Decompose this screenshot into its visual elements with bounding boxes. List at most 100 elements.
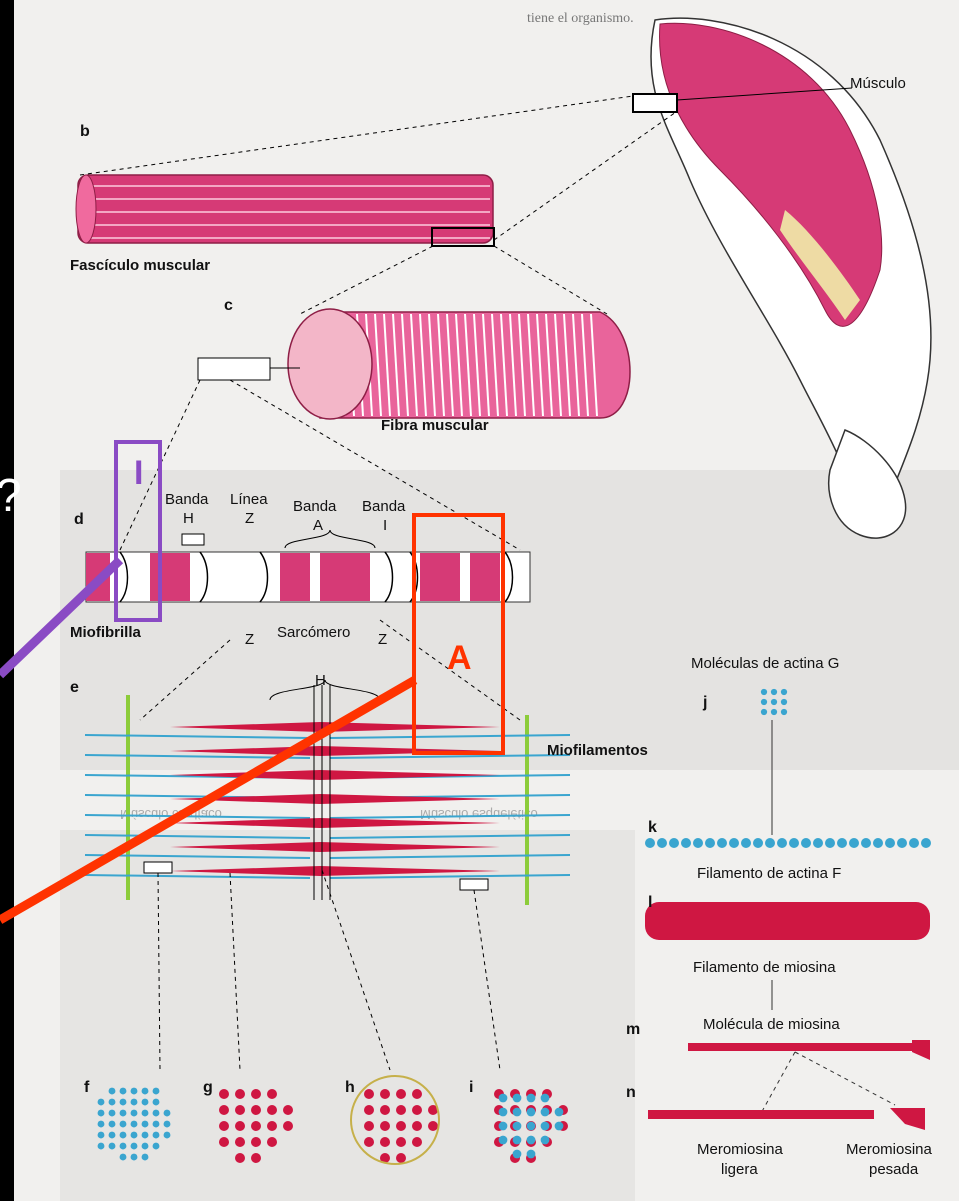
marker-A-letter: A <box>447 641 472 675</box>
panel-e-letter: e <box>70 680 79 696</box>
cross-section-i-actin-dot <box>513 1122 522 1131</box>
cross-section-f-dot <box>142 1121 149 1128</box>
fascicle-end <box>76 175 96 243</box>
cross-section-i-actin-dot <box>527 1094 536 1103</box>
cross-section-g-dot <box>219 1105 229 1115</box>
cross-section-g-dot <box>251 1105 261 1115</box>
label-miofilamentos: Miofilamentos <box>547 743 648 758</box>
cross-section-h-dot <box>380 1121 390 1131</box>
label-sarcomero: Sarcómero <box>277 625 350 640</box>
musculo-zoom-box <box>633 94 677 112</box>
actin-f-bead <box>813 838 823 848</box>
cross-section-g-dot <box>235 1137 245 1147</box>
fiber-cross-section <box>288 309 372 419</box>
actin-f-bead <box>921 838 931 848</box>
actin-f-bead <box>729 838 739 848</box>
dash-to-cross-section <box>474 890 500 1070</box>
cross-section-g-dot <box>219 1089 229 1099</box>
cross-section-f-dot <box>98 1110 105 1117</box>
actin-g-molecule <box>771 709 777 715</box>
label-actina-g: Moléculas de actina G <box>691 656 839 671</box>
dash-b-top <box>80 96 633 175</box>
actin-g-molecule <box>771 689 777 695</box>
edge-question-glyph: ? <box>0 472 22 518</box>
actin-thin-right <box>330 855 570 858</box>
panel-m-letter: m <box>626 1022 640 1038</box>
actin-f-bead <box>741 838 751 848</box>
banda-a-brace <box>285 530 375 548</box>
cross-section-f-dot <box>98 1121 105 1128</box>
cross-section-i-actin-dot <box>541 1136 550 1145</box>
panel-k-letter: k <box>648 820 657 836</box>
label-linea-z-2: Z <box>245 511 254 526</box>
cross-section-h-dot <box>412 1137 422 1147</box>
cross-section-h-dot <box>380 1089 390 1099</box>
cross-section-i-actin-dot <box>513 1150 522 1159</box>
cross-section-f-dot <box>98 1099 105 1106</box>
cross-section-h-dot <box>412 1105 422 1115</box>
cross-section-h-dot <box>364 1137 374 1147</box>
cross-section-i-actin-dot <box>513 1108 522 1117</box>
panel-b-letter: b <box>80 124 90 140</box>
cross-section-g-dot <box>235 1089 245 1099</box>
dash-c-top <box>300 246 433 314</box>
cross-section-f-dot <box>153 1132 160 1139</box>
cross-section-h-dot <box>396 1153 406 1163</box>
dash-e-left <box>140 640 230 720</box>
label-meromiosina-ligera-2: ligera <box>721 1162 758 1177</box>
myosin-molecule-head <box>912 1040 930 1060</box>
cross-section-f-dot <box>142 1099 149 1106</box>
cross-section-i-actin-dot <box>527 1136 536 1145</box>
cross-section-g-dot <box>283 1105 293 1115</box>
marker-A-box <box>414 515 503 753</box>
e-zoom-box-left <box>144 862 172 873</box>
cross-section-f-dot <box>153 1110 160 1117</box>
cross-section-h-dot <box>380 1137 390 1147</box>
actin-f-bead <box>645 838 655 848</box>
cross-section-h-dot <box>428 1121 438 1131</box>
actin-f-bead <box>669 838 679 848</box>
actin-thin-left <box>85 875 310 878</box>
cross-section-f-dot <box>142 1088 149 1095</box>
cross-section-i-actin-dot <box>499 1136 508 1145</box>
cross-section-g-dot <box>267 1137 277 1147</box>
label-banda-i-2: I <box>383 518 387 533</box>
panel-l-letter: l <box>648 895 652 911</box>
cross-section-h-dot <box>396 1137 406 1147</box>
cross-section-f-dot <box>164 1121 171 1128</box>
actin-f-bead <box>909 838 919 848</box>
cross-section-g-dot <box>251 1137 261 1147</box>
cross-section-f-dot <box>153 1088 160 1095</box>
actin-f-bead <box>657 838 667 848</box>
myosin-thick <box>170 866 500 876</box>
cross-section-h-dot <box>380 1105 390 1115</box>
label-z-bottom-left: Z <box>245 632 254 647</box>
cross-section-i-actin-dot <box>555 1122 564 1131</box>
cross-section-f-dot <box>142 1110 149 1117</box>
actin-thin-left <box>85 835 310 838</box>
cross-section-g-dot <box>267 1089 277 1099</box>
cross-section-g-dot <box>267 1121 277 1131</box>
label-meromiosina-ligera-1: Meromiosina <box>697 1142 783 1157</box>
actin-g-molecule <box>761 709 767 715</box>
cross-section-f-dot <box>109 1088 116 1095</box>
cross-section-i-actin-dot <box>527 1150 536 1159</box>
myosin-molecule-tail <box>688 1043 918 1051</box>
actin-f-bead <box>849 838 859 848</box>
cross-section-h-dot <box>412 1121 422 1131</box>
label-z-bottom-right: Z <box>378 632 387 647</box>
cross-section-f-dot <box>120 1088 127 1095</box>
actin-g-molecule <box>781 699 787 705</box>
actin-thin-right <box>330 875 570 878</box>
e-zoom-box-right <box>460 879 488 890</box>
actin-f-bead <box>897 838 907 848</box>
label-banda-a-2: A <box>313 518 323 533</box>
cross-section-h-dot <box>396 1121 406 1131</box>
cross-section-g-dot <box>267 1105 277 1115</box>
dash-b-bottom <box>494 112 676 240</box>
cross-section-f-dot <box>142 1143 149 1150</box>
dash-to-cross-section <box>230 873 240 1070</box>
cross-section-f-dot <box>153 1121 160 1128</box>
label-musculo: Músculo <box>850 76 906 91</box>
label-banda-a-1: Banda <box>293 499 336 514</box>
